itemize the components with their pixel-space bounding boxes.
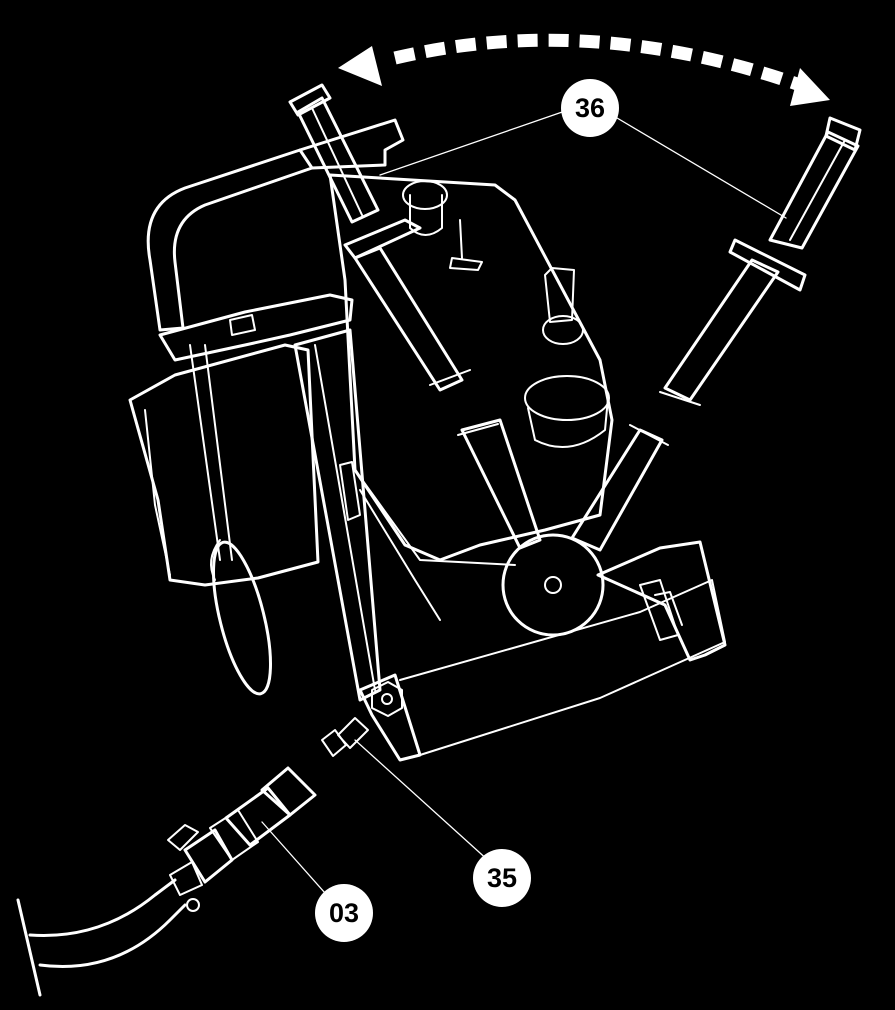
arrowhead-left bbox=[338, 46, 382, 86]
leader-lines bbox=[261, 109, 787, 894]
guide-column bbox=[293, 328, 726, 762]
callout-35: 35 bbox=[473, 849, 531, 907]
callout-35-label: 35 bbox=[487, 863, 517, 893]
feed-hub bbox=[457, 418, 669, 637]
hose-coupling bbox=[167, 766, 317, 912]
drill-body bbox=[328, 173, 614, 621]
coolant-nipple bbox=[321, 717, 369, 757]
callout-36: 36 bbox=[561, 79, 619, 137]
arrowhead-right bbox=[790, 68, 830, 106]
feed-handle-right bbox=[659, 116, 862, 406]
gearbox-housing bbox=[596, 540, 727, 662]
callout-36-label: 36 bbox=[575, 93, 605, 123]
feed-handle-left bbox=[288, 83, 471, 392]
motor-housing bbox=[128, 293, 354, 696]
frame-loop bbox=[146, 118, 405, 332]
callout-03: 03 bbox=[315, 884, 373, 942]
callout-03-label: 03 bbox=[329, 898, 359, 928]
coolant-hose bbox=[16, 878, 187, 997]
swing-direction-arrow bbox=[338, 33, 830, 106]
